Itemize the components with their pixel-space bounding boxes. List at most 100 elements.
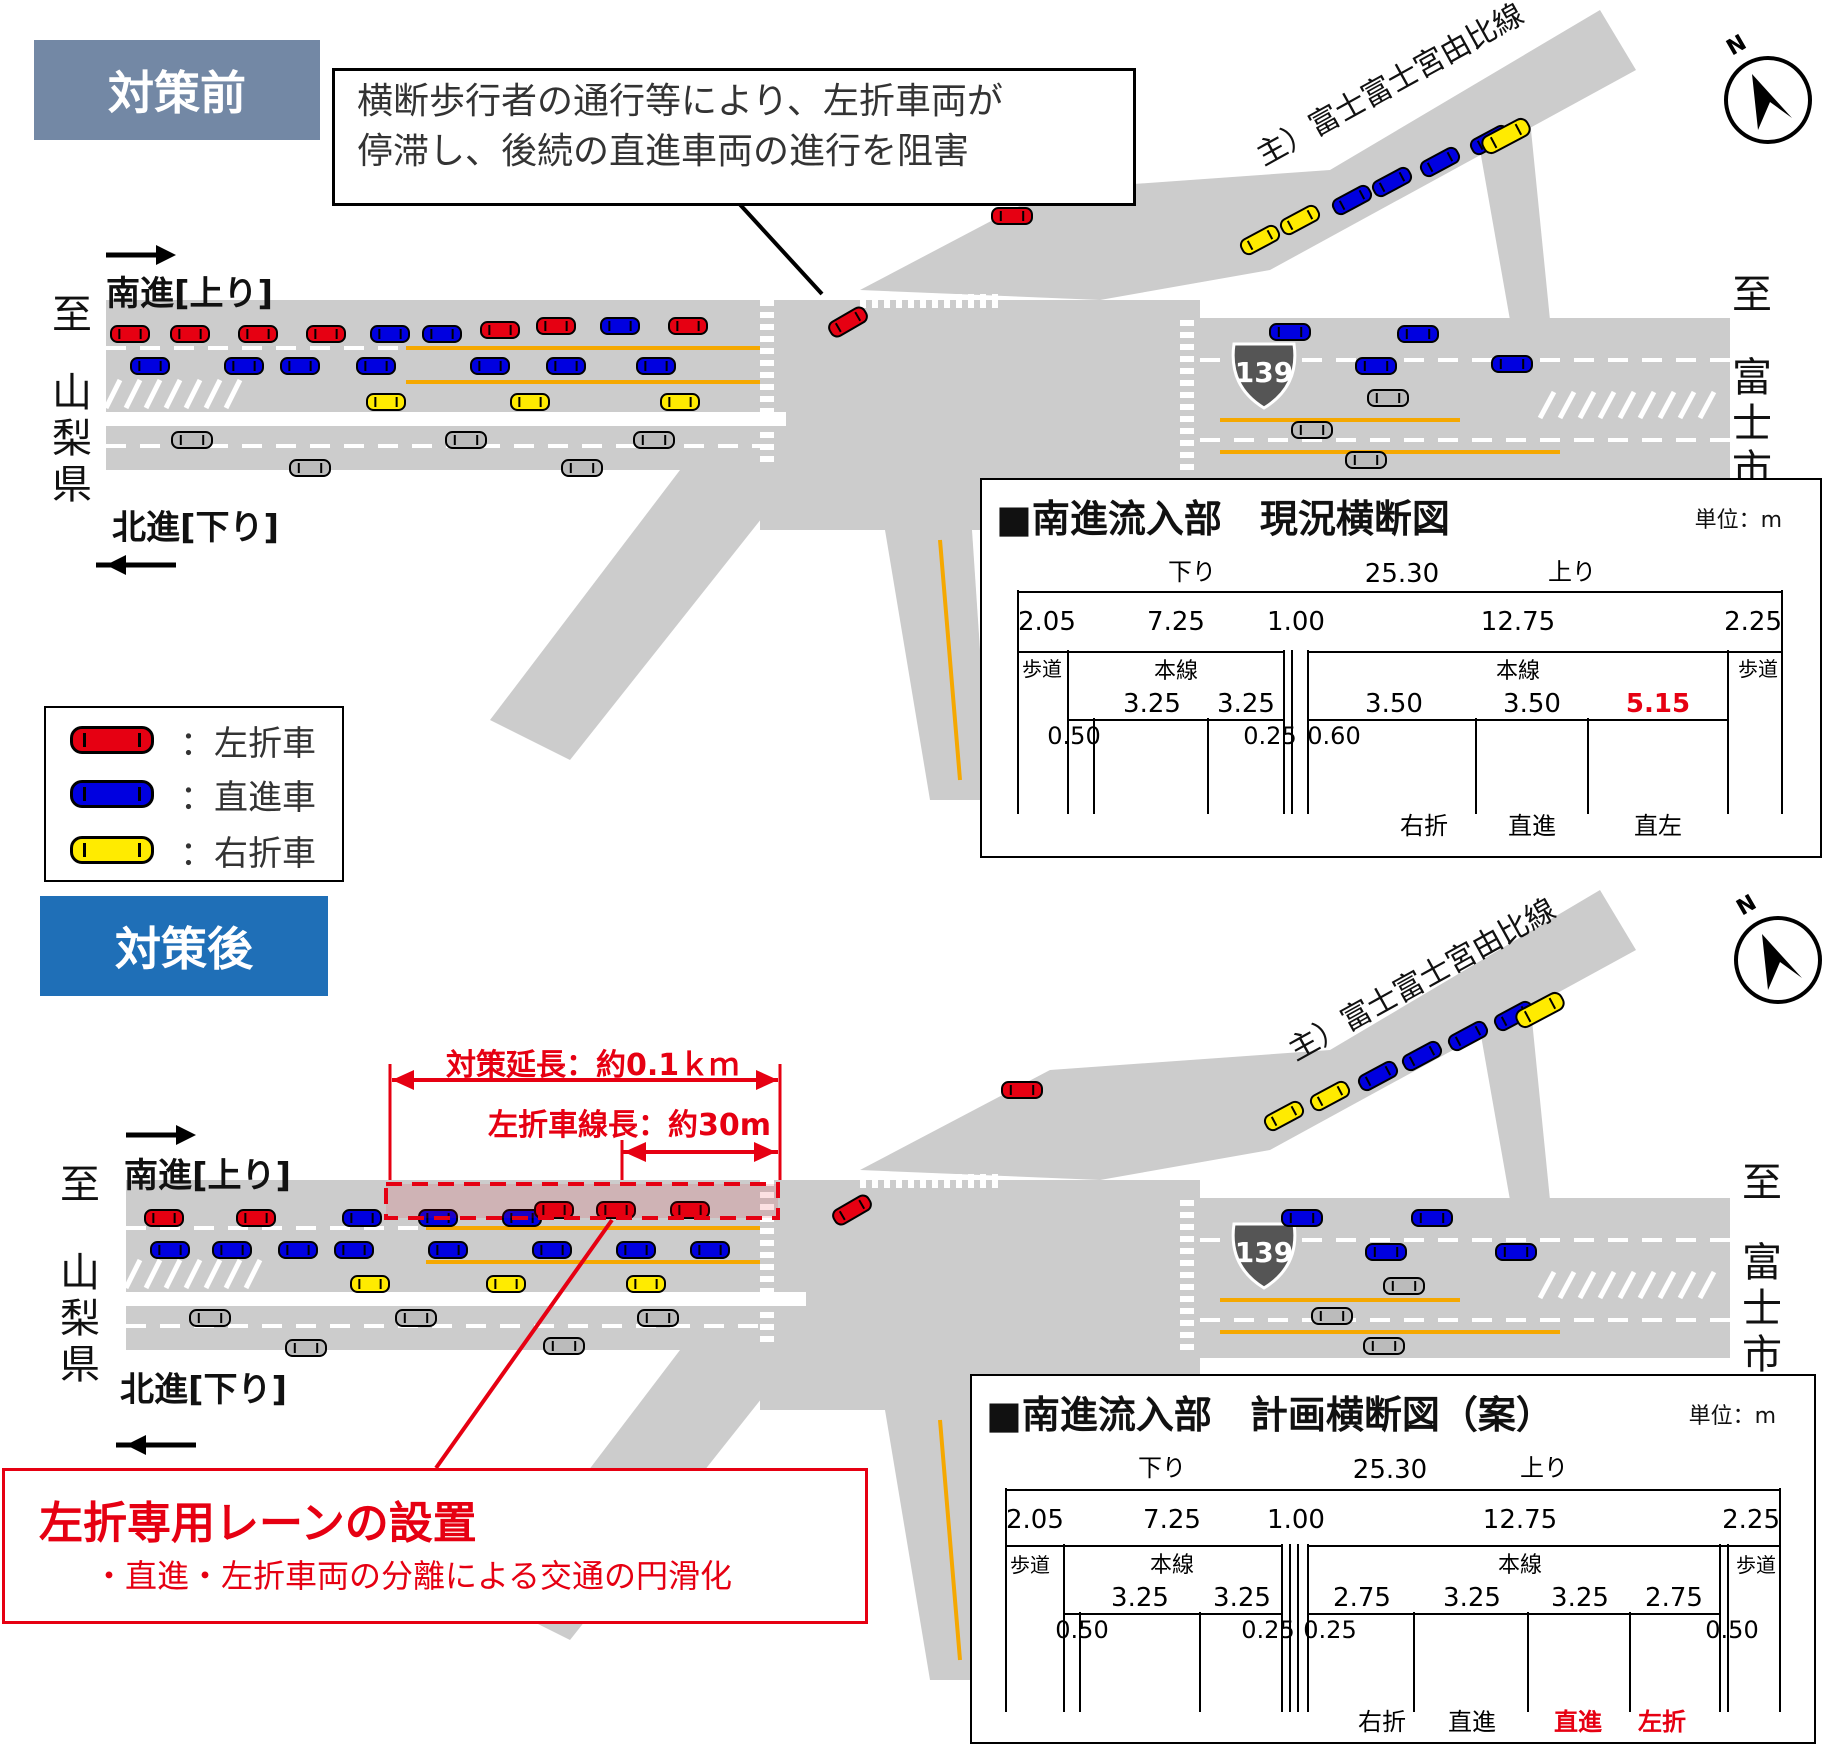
car-body: [1363, 1337, 1405, 1355]
car-body: [289, 459, 331, 477]
median-strip: [126, 1292, 806, 1306]
car-body: [1001, 1081, 1043, 1099]
northeast-road: [860, 890, 1636, 1180]
car-body: [561, 459, 603, 477]
queued-car: [546, 357, 586, 375]
hatched-zone: [1617, 390, 1637, 420]
plan-sidewalk-right: 歩道: [1736, 1553, 1776, 1577]
north-spur-road: [1480, 120, 1550, 320]
car-window: [1246, 240, 1254, 251]
car-window: [1523, 1010, 1532, 1023]
queued-car: [238, 325, 278, 343]
car-body: [1355, 357, 1397, 375]
crosswalk: [760, 1180, 774, 1186]
queued-car: [212, 1241, 252, 1259]
eastside-car: [1365, 1243, 1407, 1261]
countermeasure-note: 左折専用レーンの設置 ・直進・左折車両の分離による交通の円滑化: [2, 1468, 868, 1624]
car-body: [1281, 1209, 1323, 1227]
northbound-car: [445, 431, 487, 449]
lane-length-arrow-right-icon: [754, 1142, 776, 1162]
before-southbound-label: 南進[上り]: [106, 274, 274, 314]
northeast-road: [860, 10, 1636, 300]
car-body: [170, 325, 210, 343]
southbound-arrow-icon: [176, 1125, 196, 1145]
west-char-1: 山: [60, 1250, 100, 1296]
car-body: [144, 1209, 184, 1227]
car-body: [660, 393, 700, 411]
plan-lane-4: 3.25: [1443, 1583, 1501, 1613]
queued-car: [536, 317, 576, 335]
crosswalk: [896, 1174, 902, 1188]
queued-car: [334, 1241, 374, 1259]
queued-car: [144, 1209, 184, 1227]
before-header: 対策前: [34, 40, 320, 140]
queued-car: [130, 357, 170, 375]
car-window: [1336, 1085, 1344, 1096]
plan-cross-section: ■南進流入部 計画横断図（案） 単位：m 下り 25.30 上り 2.05 7.…: [970, 1374, 1816, 1744]
car-body: [633, 431, 675, 449]
after-northbound-label: 北進[下り]: [120, 1370, 288, 1410]
crosswalk: [1180, 1320, 1194, 1326]
hatched-zone: [243, 1258, 263, 1290]
extension-arrow-right-icon: [756, 1070, 778, 1090]
queued-car: [480, 321, 520, 339]
crosswalk: [760, 1228, 774, 1234]
crosswalk: [992, 294, 998, 308]
hatched-zone: [183, 378, 203, 410]
east-char-1: 富: [1732, 355, 1772, 401]
northeast-car: [991, 207, 1033, 225]
plan-w-down-main: 7.25: [1143, 1505, 1201, 1535]
current-lane-name-1: 右折: [1400, 812, 1448, 840]
eastside-car: [1411, 1209, 1453, 1227]
plan-lane-1: 3.25: [1111, 1583, 1169, 1613]
hatched-zone: [1697, 390, 1717, 420]
car-window: [1446, 151, 1454, 162]
crosswalk: [1180, 440, 1194, 446]
queued-car: [110, 325, 150, 343]
plan-lane-name-1: 右折: [1358, 1708, 1406, 1736]
east-char-2: 士: [1742, 1286, 1782, 1332]
after-east-to: 至: [1742, 1160, 1782, 1206]
car-body: [422, 325, 462, 343]
crosswalk: [760, 324, 774, 330]
northbound-car: [633, 431, 675, 449]
current-lane-name-3: 直左: [1634, 812, 1682, 840]
northeast-car: [1001, 1081, 1043, 1099]
northeast-queue-car: [1279, 204, 1321, 236]
eastside-car: [1367, 389, 1409, 407]
current-total-width: 25.30: [1365, 559, 1439, 589]
car-body: [366, 393, 406, 411]
crosswalk: [760, 1300, 774, 1306]
legend-label: ：直進車: [180, 777, 316, 818]
hatched-zone: [143, 1258, 163, 1290]
crosswalk: [760, 420, 774, 426]
current-w-up-main: 12.75: [1481, 607, 1555, 637]
queued-car: [636, 357, 676, 375]
crosswalk: [1180, 1344, 1194, 1350]
current-sidewalk-left: 歩道: [1022, 657, 1062, 681]
crosswalk: [1180, 332, 1194, 338]
crosswalk: [896, 294, 902, 308]
queued-car: [668, 317, 708, 335]
current-small-3: 0.60: [1307, 722, 1360, 750]
queued-car: [600, 317, 640, 335]
crosswalk: [1180, 1200, 1194, 1206]
after-header: 対策後: [40, 896, 328, 996]
car-window: [834, 322, 842, 333]
eastside-car: [1383, 1277, 1425, 1295]
eastside-car: [1345, 451, 1387, 469]
plan-small-3: 0.25: [1303, 1616, 1356, 1644]
crosswalk: [1180, 1236, 1194, 1242]
northeast-queue-truck: [1481, 117, 1531, 155]
northeast-queue-car: [1331, 184, 1373, 216]
queued-car: [626, 1275, 666, 1293]
car-body: [130, 357, 170, 375]
eastside-car: [1281, 1209, 1323, 1227]
crosswalk: [760, 336, 774, 342]
car-window: [1474, 1025, 1482, 1036]
crosswalk: [760, 384, 774, 390]
queued-car: [616, 1241, 656, 1259]
plan-section-unit: 単位：m: [1688, 1404, 1776, 1429]
plan-lane-6: 2.75: [1645, 1583, 1703, 1613]
car-body: [110, 325, 150, 343]
